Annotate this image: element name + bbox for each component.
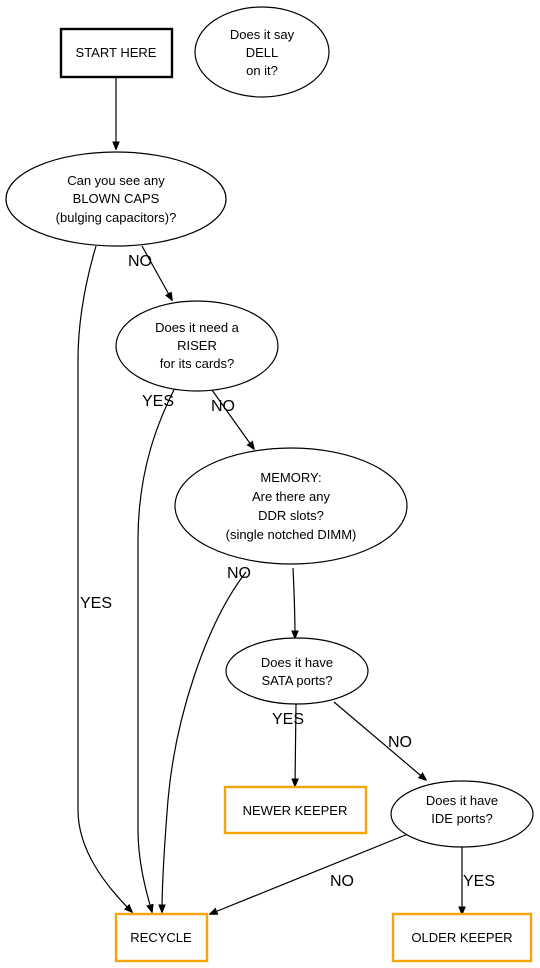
node-memory-line-2: Are there any [252, 489, 331, 504]
node-ide-line-1: Does it have [426, 793, 498, 808]
node-memory-ellipse [174, 447, 408, 565]
edge-label-sata-yes: YES [272, 711, 304, 728]
nodes: START HERE Does it say DELL on it? Can y… [5, 6, 534, 963]
edge-ide-to-recycle [210, 833, 409, 914]
edge-caps-to-riser [141, 245, 172, 300]
node-caps-line-1: Can you see any [67, 173, 165, 188]
edge-labels: NO YES YES NO NO YES NO NO YES [80, 253, 495, 890]
edge-label-riser-yes: YES [142, 393, 174, 410]
edge-label-caps-no: NO [128, 253, 152, 270]
node-riser-line-3: for its cards? [160, 356, 234, 371]
node-sata-line-1: Does it have [261, 655, 333, 670]
edge-sata-to-newer [295, 703, 296, 786]
node-dell-ellipse [194, 6, 330, 98]
edge-label-ide-yes: YES [463, 873, 495, 890]
node-recycle: RECYCLE [114, 912, 209, 963]
edge-label-memory-no: NO [227, 565, 251, 582]
node-memory-line-3: DDR slots? [258, 508, 324, 523]
node-older-keeper-label: OLDER KEEPER [411, 930, 512, 945]
node-start-label: START HERE [76, 45, 157, 60]
node-riser-ellipse [115, 300, 279, 392]
node-sata: Does it have SATA ports? [225, 637, 369, 705]
edge-sata-to-ide [333, 701, 426, 780]
edges [77, 78, 462, 914]
node-caps: Can you see any BLOWN CAPS (bulging capa… [5, 151, 227, 247]
node-recycle-box [114, 912, 209, 963]
node-ide-ellipse [390, 780, 534, 848]
node-memory: MEMORY: Are there any DDR slots? (single… [174, 447, 408, 565]
edge-riser-to-memory [211, 389, 254, 449]
node-riser-line-1: Does it need a [155, 320, 240, 335]
node-memory-line-4: (single notched DIMM) [226, 527, 357, 542]
node-start-box [59, 27, 174, 79]
node-caps-line-2: BLOWN CAPS [73, 191, 160, 206]
node-newer-keeper: NEWER KEEPER [223, 785, 368, 835]
node-ide: Does it have IDE ports? [390, 780, 534, 848]
node-start: START HERE [59, 27, 174, 79]
node-older-keeper-box [391, 912, 533, 963]
node-caps-ellipse [5, 151, 227, 247]
node-dell-line-1: Does it say [230, 27, 295, 42]
edge-label-riser-no: NO [211, 398, 235, 415]
node-ide-line-2: IDE ports? [431, 811, 492, 826]
node-sata-ellipse [225, 637, 369, 705]
node-older-keeper: OLDER KEEPER [391, 912, 533, 963]
node-newer-keeper-label: NEWER KEEPER [243, 803, 348, 818]
node-sata-line-2: SATA ports? [261, 673, 332, 688]
edge-label-ide-no: NO [330, 873, 354, 890]
edge-memory-to-recycle [162, 571, 247, 912]
node-riser: Does it need a RISER for its cards? [115, 300, 279, 392]
node-dell-line-2: DELL [246, 45, 279, 60]
node-memory-line-1: MEMORY: [260, 470, 321, 485]
node-dell: Does it say DELL on it? [194, 6, 330, 98]
node-dell-line-3: on it? [246, 63, 278, 78]
edge-riser-to-recycle [137, 381, 179, 912]
node-recycle-label: RECYCLE [130, 930, 192, 945]
node-newer-keeper-box [223, 785, 368, 835]
edge-caps-to-recycle [77, 245, 132, 912]
edge-memory-to-sata [293, 567, 295, 638]
node-riser-line-2: RISER [177, 338, 217, 353]
node-caps-line-3: (bulging capacitors)? [56, 210, 177, 225]
edge-label-caps-yes: YES [80, 595, 112, 612]
edge-label-sata-no: NO [388, 734, 412, 751]
